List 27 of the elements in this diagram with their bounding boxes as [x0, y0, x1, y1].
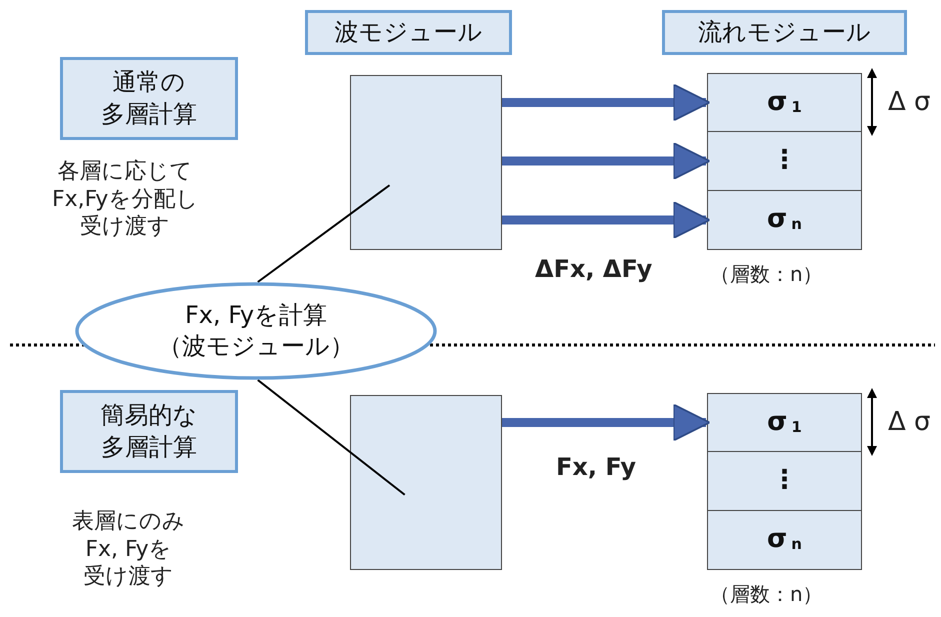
category-box: 簡易的な多層計算 — [60, 390, 238, 473]
flux-label: Fx, Fy — [556, 452, 636, 482]
flux-label: ΔFx, ΔFy — [535, 254, 652, 284]
note-text: 各層に応じてFx,Fyを分配し受け渡す — [52, 158, 198, 240]
callout-ellipse: Fx, Fyを計算（波モジュール） — [75, 282, 437, 380]
layer-count-label: （層数：n） — [710, 262, 823, 287]
arrow — [502, 201, 710, 239]
dimension-label: Δ σ — [888, 406, 931, 438]
layer-cell: ⋮ — [707, 451, 862, 511]
layer-cell: ⋮ — [707, 131, 862, 191]
layer-cell: σ$_{n}$ — [707, 190, 862, 250]
module-header: 流れモジュール — [662, 10, 907, 55]
arrow — [502, 84, 710, 122]
layer-count-label: （層数：n） — [710, 582, 823, 607]
layer-cell: σ$_{1}$ — [707, 393, 862, 452]
arrow — [502, 404, 710, 442]
arrow — [502, 142, 710, 180]
dimension-label: Δ σ — [888, 86, 931, 118]
module-header: 波モジュール — [305, 10, 512, 55]
leader-line — [257, 184, 390, 283]
leader-line — [257, 379, 406, 496]
layer-cell: σ$_{n}$ — [707, 510, 862, 570]
module-box — [350, 75, 502, 250]
note-text: 表層にのみFx, Fyを受け渡す — [72, 508, 185, 590]
category-box: 通常の多層計算 — [60, 57, 238, 140]
module-box — [350, 395, 502, 570]
layer-cell: σ$_{1}$ — [707, 73, 862, 132]
